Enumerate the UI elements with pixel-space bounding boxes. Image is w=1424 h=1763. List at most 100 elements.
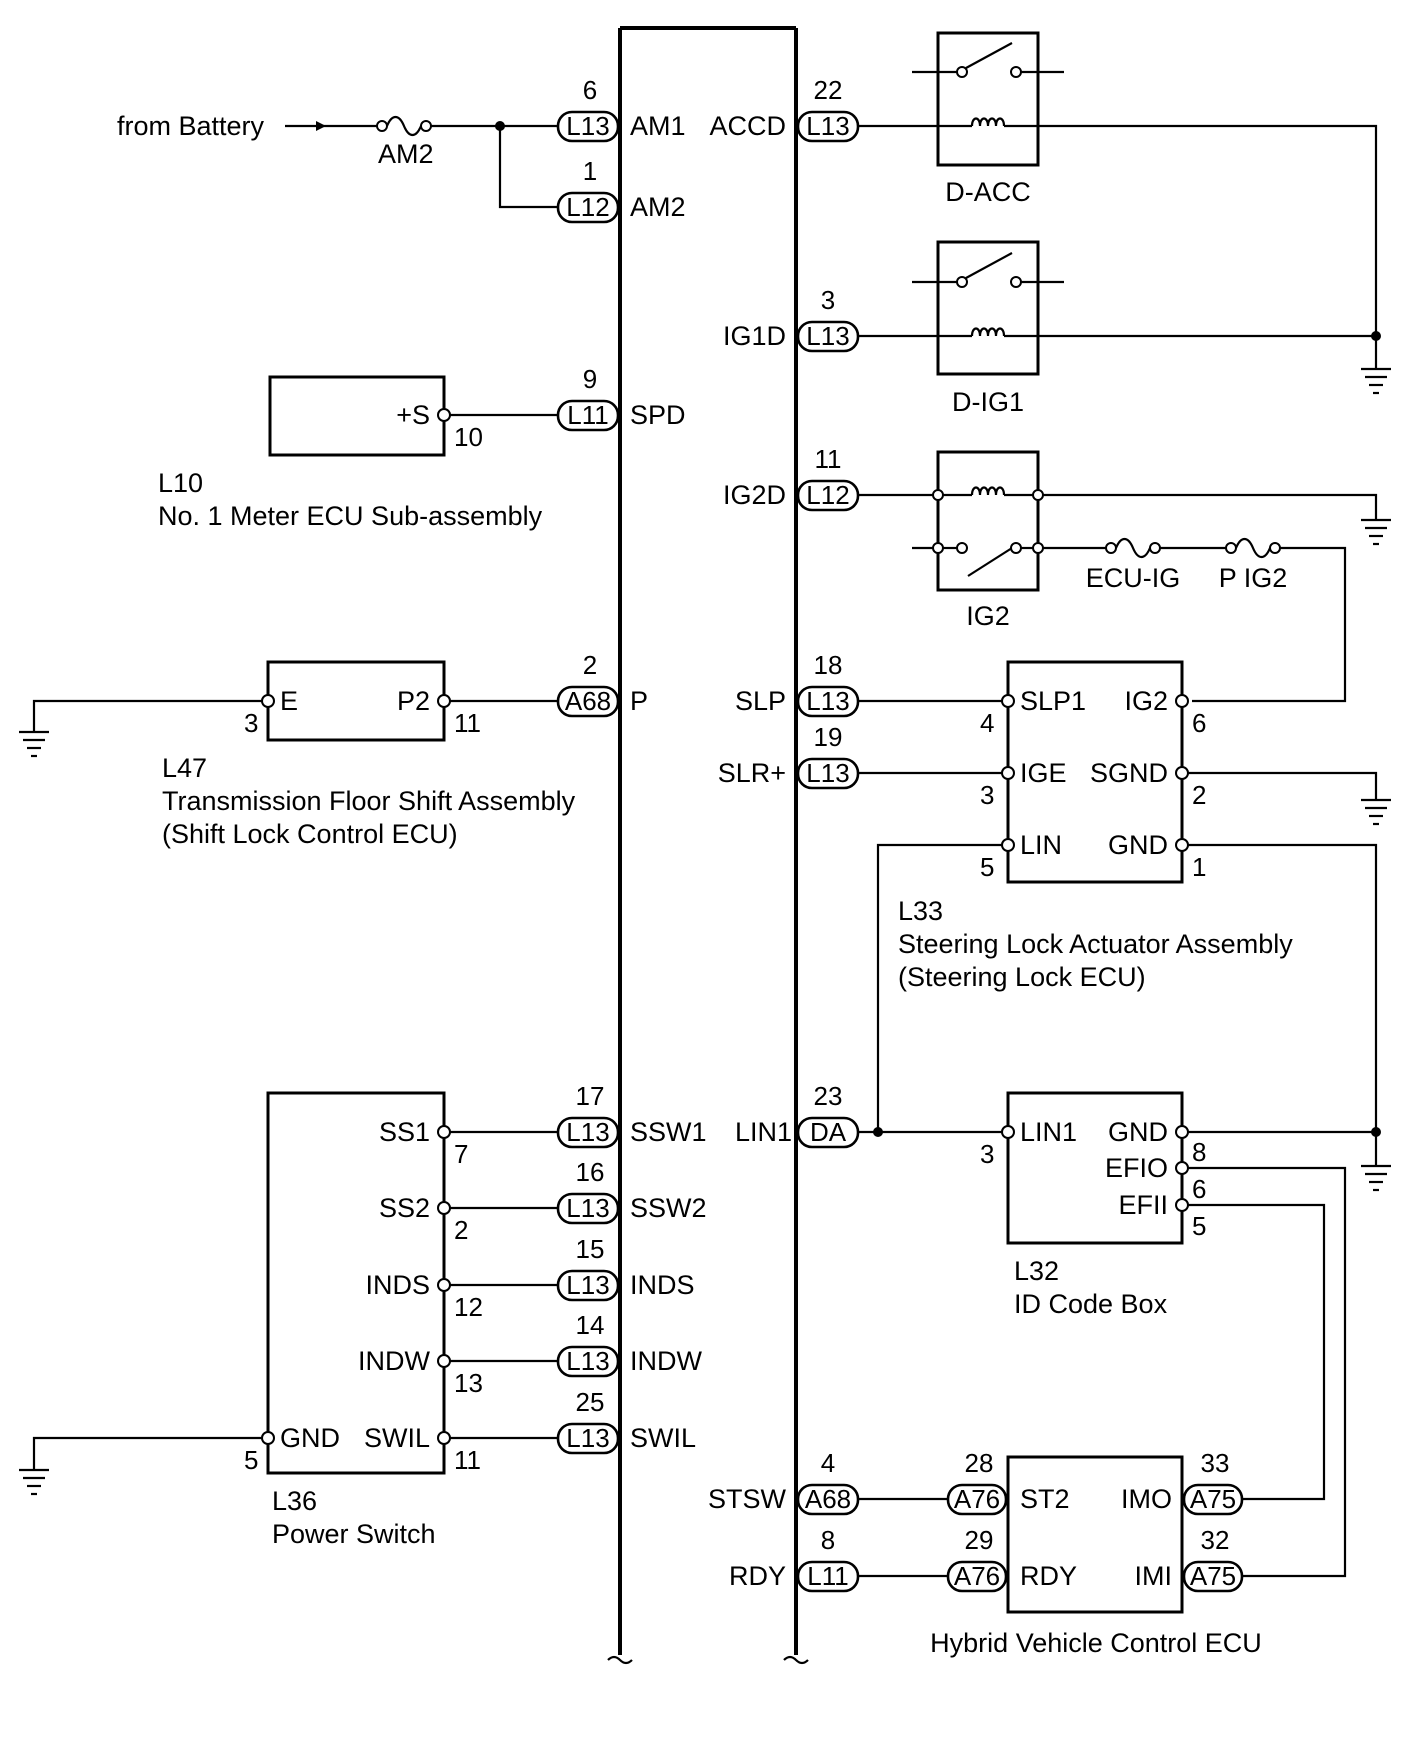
svg-text:EFIO: EFIO xyxy=(1105,1153,1168,1183)
svg-text:8: 8 xyxy=(1192,1137,1206,1167)
svg-text:L13: L13 xyxy=(806,758,849,788)
connector-stsw: A68 4 xyxy=(796,1448,860,1516)
svg-text:L13: L13 xyxy=(806,686,849,716)
relay-d-acc: D-ACC xyxy=(912,31,1064,207)
svg-text:L47: L47 xyxy=(162,753,207,783)
svg-text:A68: A68 xyxy=(805,1484,851,1514)
fuse-icon xyxy=(1234,537,1272,559)
ecu-left-terminals: AM1 AM2 SPD P SSW1 SSW2 INDS INDW SWIL xyxy=(630,111,707,1453)
connector-ssw1: L13 17 xyxy=(556,1081,620,1149)
svg-text:L33: L33 xyxy=(898,896,943,926)
junction-dot xyxy=(873,1127,883,1137)
svg-text:13: 13 xyxy=(454,1368,483,1398)
break-mark-right xyxy=(783,1655,809,1665)
svg-text:11: 11 xyxy=(815,444,842,474)
ground-icon xyxy=(1361,518,1391,546)
svg-text:ST2: ST2 xyxy=(1020,1484,1070,1514)
svg-text:11: 11 xyxy=(454,1445,481,1475)
svg-text:RDY: RDY xyxy=(1020,1561,1077,1591)
main-ecu-body xyxy=(607,26,809,1665)
relay-d-ig1: D-IG1 xyxy=(912,240,1064,417)
svg-text:A68: A68 xyxy=(565,686,611,716)
svg-text:L13: L13 xyxy=(566,1117,609,1147)
ground-icon xyxy=(19,1468,49,1496)
ground-icon xyxy=(19,730,49,758)
connector-indw: L13 14 xyxy=(556,1310,620,1378)
svg-text:L13: L13 xyxy=(566,1346,609,1376)
svg-text:Hybrid Vehicle Control ECU: Hybrid Vehicle Control ECU xyxy=(930,1628,1262,1658)
svg-text:Power Switch: Power Switch xyxy=(272,1519,436,1549)
svg-text:ECU-IG: ECU-IG xyxy=(1086,563,1181,593)
terminal-inds: INDS xyxy=(630,1270,695,1300)
svg-text:IGE: IGE xyxy=(1020,758,1067,788)
svg-text:6: 6 xyxy=(1192,1174,1206,1204)
terminal-lin1: LIN1 xyxy=(735,1117,792,1147)
fuse-p-ig2: P IG2 xyxy=(1160,537,1288,593)
svg-text:5: 5 xyxy=(244,1445,258,1475)
connector-ig1d: L13 3 xyxy=(796,285,860,353)
svg-text:19: 19 xyxy=(814,722,843,752)
svg-text:SS2: SS2 xyxy=(379,1193,430,1223)
svg-text:5: 5 xyxy=(1192,1211,1206,1241)
svg-text:4: 4 xyxy=(980,708,994,738)
switch-contact-icon xyxy=(965,42,1013,69)
connector-spd: L11 9 xyxy=(556,364,620,432)
connector-rdy: L11 8 xyxy=(796,1525,860,1593)
svg-text:INDW: INDW xyxy=(358,1346,430,1376)
terminal-ssw2: SSW2 xyxy=(630,1193,707,1223)
svg-text:8: 8 xyxy=(821,1525,835,1555)
svg-text:Transmission Floor Shift Assem: Transmission Floor Shift Assembly xyxy=(162,786,576,816)
svg-text:IG2: IG2 xyxy=(1124,686,1168,716)
svg-text:6: 6 xyxy=(1192,708,1206,738)
svg-text:12: 12 xyxy=(454,1292,483,1322)
svg-text:ID Code Box: ID Code Box xyxy=(1014,1289,1168,1319)
svg-text:3: 3 xyxy=(980,780,994,810)
connector-swil: L13 25 xyxy=(556,1387,620,1455)
svg-text:L12: L12 xyxy=(806,480,849,510)
svg-text:L32: L32 xyxy=(1014,1256,1059,1286)
svg-text:L11: L11 xyxy=(567,400,608,430)
svg-text:L13: L13 xyxy=(566,1270,609,1300)
svg-text:32: 32 xyxy=(1201,1525,1230,1555)
connector-imo: A75 33 xyxy=(1182,1448,1244,1516)
svg-text:23: 23 xyxy=(814,1081,843,1111)
terminal-accd: ACCD xyxy=(709,111,786,141)
from-battery-label: from Battery xyxy=(117,111,265,141)
arrow-icon xyxy=(316,121,326,131)
terminal-swil: SWIL xyxy=(630,1423,696,1453)
svg-text:3: 3 xyxy=(980,1139,994,1169)
svg-text:Steering Lock Actuator Assembl: Steering Lock Actuator Assembly xyxy=(898,929,1293,959)
connector-am1: L13 6 xyxy=(556,75,620,143)
svg-text:IMO: IMO xyxy=(1121,1484,1172,1514)
svg-text:L13: L13 xyxy=(566,1423,609,1453)
svg-text:INDS: INDS xyxy=(365,1270,430,1300)
svg-text:EFII: EFII xyxy=(1118,1190,1168,1220)
svg-text:A76: A76 xyxy=(954,1484,1000,1514)
svg-text:6: 6 xyxy=(583,75,597,105)
terminal-slp: SLP xyxy=(735,686,786,716)
svg-text:GND: GND xyxy=(1108,1117,1168,1147)
connector-rdy-hv: A76 29 xyxy=(946,1525,1008,1593)
relay-coil-icon xyxy=(970,327,1006,337)
terminal-am1: AM1 xyxy=(630,111,686,141)
svg-text:DA: DA xyxy=(810,1117,847,1147)
connector-am2: L12 1 xyxy=(556,156,620,224)
svg-text:22: 22 xyxy=(814,75,843,105)
switch-contact-icon xyxy=(967,547,1013,577)
svg-text:GND: GND xyxy=(1108,830,1168,860)
terminal-ig2d: IG2D xyxy=(723,480,786,510)
svg-text:2: 2 xyxy=(454,1215,468,1245)
svg-text:(Shift Lock Control ECU): (Shift Lock Control ECU) xyxy=(162,819,458,849)
svg-text:P IG2: P IG2 xyxy=(1219,563,1288,593)
terminal-spd: SPD xyxy=(630,400,686,430)
svg-text:14: 14 xyxy=(576,1310,605,1340)
svg-text:IMI: IMI xyxy=(1135,1561,1173,1591)
svg-text:LIN1: LIN1 xyxy=(1020,1117,1077,1147)
svg-text:E: E xyxy=(280,686,298,716)
svg-text:2: 2 xyxy=(1192,780,1206,810)
svg-text:A75: A75 xyxy=(1190,1561,1236,1591)
break-mark-left xyxy=(607,1655,633,1665)
svg-text:9: 9 xyxy=(583,364,597,394)
svg-text:33: 33 xyxy=(1201,1448,1230,1478)
svg-text:L13: L13 xyxy=(566,1193,609,1223)
